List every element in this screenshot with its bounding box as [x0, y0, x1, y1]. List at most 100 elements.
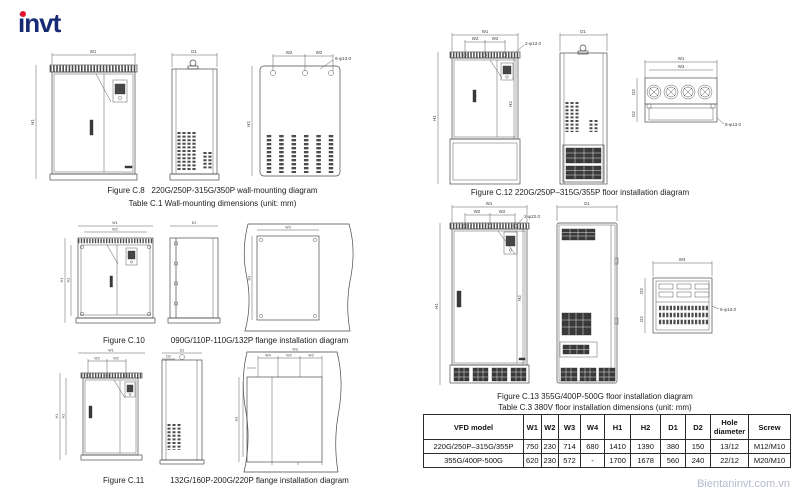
floor-installation-dimensions-table: VFD model W1 W2 W3 W4 H1 H2 D1 D2 Hole d…: [423, 414, 792, 468]
c8-dim-w2a: W2: [286, 50, 293, 55]
c13-dim-d1: D1: [584, 201, 590, 206]
c11-dim-d2: D2: [166, 355, 171, 359]
table-header-cell: D2: [685, 414, 712, 440]
c13-detail-dim-d2b: D2: [639, 316, 644, 322]
c12-dim-w1: W1: [482, 29, 489, 34]
table-header-cell: D1: [660, 414, 687, 440]
table-cell: 22/12: [710, 453, 750, 468]
c12-fan-dim-w3: W3: [678, 64, 685, 69]
c12-fan-unit-top-view: [644, 77, 718, 123]
c11-dim-h3: H3: [235, 417, 239, 422]
c8-dim-d1: D1: [191, 49, 197, 54]
c12-fan-dim-w1: W1: [678, 56, 685, 61]
figure-c10-title: 090G/110P-110G/132P flange installation …: [170, 336, 349, 345]
c8-lifting-ring: [189, 59, 197, 67]
table-header-cell: Hole diameter: [710, 414, 750, 440]
c10-dim-h3: H3: [248, 276, 252, 281]
c11-dim-w2c: W2: [286, 354, 291, 358]
c12-dim-w2b: W2: [492, 36, 499, 41]
c12-fan-dim-d2a: D2: [631, 89, 636, 95]
table-c1-caption: Table C.1 Wall-mounting dimensions (unit…: [128, 199, 297, 208]
c13-back-grille-blocks: [560, 367, 616, 382]
c11-keypad-screen: [126, 384, 134, 393]
c10-wall-cutout: [243, 223, 354, 332]
c10-dim-w3: W3: [285, 226, 290, 230]
c10-dim-d1: D1: [192, 221, 197, 225]
figure-c8-wall-mounting-diagram: W1 H1 D1 W2 W2 6-φ13.0 H2: [30, 49, 351, 181]
table-cell: 680: [580, 439, 606, 454]
table-cell: 620: [523, 453, 542, 468]
c10-dim-w2: W2: [112, 228, 117, 232]
figure-c11-title: 132G/160P-200G/220P flange installation …: [170, 476, 349, 485]
c8-hole-callout: 6-φ13.0: [335, 56, 351, 61]
c8-dim-h1: H1: [30, 119, 35, 125]
c12-fan-hole-callout: 6-φ13.0: [725, 122, 741, 127]
table-cell: 230: [540, 439, 560, 454]
table-cell: 150: [685, 439, 712, 454]
table-cell: 13/12: [710, 439, 750, 454]
c11-wall-cutout: [242, 351, 342, 473]
c13-dim-w2a: W2: [474, 209, 481, 214]
c13-dim-h1: H1: [434, 303, 439, 309]
table-header-cell: Screw: [748, 414, 792, 440]
table-header-row: VFD model W1 W2 W3 W4 H1 H2 D1 D2 Hole d…: [423, 414, 792, 440]
invt-logo: invt: [18, 10, 61, 36]
c13-detail-dim-w3: W3: [679, 257, 686, 262]
c13-hole-callout: 2-φ22.0: [524, 214, 540, 219]
c11-dim-w2a: W2: [94, 357, 99, 361]
table-cell: 220G/250P–315G/355P: [423, 439, 524, 454]
figure-c10-flange-installation-diagram: W1 W2 H1 H2 D1 W3 H3: [60, 221, 354, 332]
table-cell: 1678: [630, 453, 662, 468]
c12-hole-callout: 2-φ13.0: [525, 41, 541, 46]
c13-front-grille-band: [449, 364, 530, 384]
c11-dim-w2d: W2: [308, 354, 313, 358]
table-cell: 1700: [604, 453, 632, 468]
c11-dim-w1: W1: [108, 349, 113, 353]
c13-dim-w2b: W2: [499, 209, 506, 214]
c11-dim-d1: D1: [180, 349, 185, 353]
c11-dim-w2b: W2: [113, 357, 118, 361]
watermark-text: Bientaninvt.com.vn: [697, 478, 790, 490]
c13-terminal-slots: [658, 283, 710, 298]
c12-keypad-screen: [502, 65, 512, 75]
table-c3-caption: Table C.3 380V floor installation dimens…: [498, 403, 692, 412]
c12-lifting-ring: [579, 44, 587, 52]
invt-logo-dot: [19, 11, 26, 17]
table-header-cell: W3: [558, 414, 582, 440]
figure-c10-caption: Figure C.10 090G/110P-110G/132P flange i…: [103, 336, 348, 345]
table-header-cell: VFD model: [423, 414, 524, 440]
c12-dim-d1: D1: [580, 29, 586, 34]
table-cell: 750: [523, 439, 542, 454]
c12-door-handle: [472, 89, 477, 103]
table-cell: M12/M10: [748, 439, 792, 454]
table-header-cell: H1: [604, 414, 632, 440]
c13-terminal-detail-view: [652, 277, 713, 334]
c8-dim-w1: W1: [90, 49, 97, 54]
table-cell: 380: [660, 439, 687, 454]
figure-c12-caption: Figure C.12 220G/250P–315G/355P floor in…: [470, 188, 690, 197]
c12-dim-w2a: W2: [472, 36, 479, 41]
c13-detail-hole-callout: 6-φ13.0: [720, 307, 736, 312]
table-row: 355G/400P-500G 620 230 572 - 1700 1678 5…: [423, 453, 792, 468]
figure-c11-flange-installation-diagram: W1 W2 W2 H1 H2 D1 D2 W3 W4 W2 W2 H3: [55, 348, 342, 473]
c12-fan-circles: [646, 84, 713, 100]
table-cell: 1390: [630, 439, 662, 454]
figure-c11-label: Figure C.11: [103, 476, 145, 485]
table-cell: 572: [558, 453, 582, 468]
c10-door-handle: [109, 275, 113, 288]
c12-dim-h1: H1: [432, 115, 437, 121]
table-row: 220G/250P–315G/355P 750 230 714 680 1410…: [423, 439, 792, 454]
c13-top-vent: [561, 228, 596, 241]
c8-dim-h2: H2: [246, 121, 251, 127]
c13-door-handle: [456, 290, 462, 308]
c12-bottom-grille-upper: [565, 147, 602, 164]
table-cell: M20/M10: [748, 453, 792, 468]
figure-c11-caption: Figure C.11 132G/160P-200G/220P flange i…: [103, 476, 349, 485]
figure-c13-caption: Figure C.13 355G/400P-500G floor install…: [497, 392, 693, 401]
c8-dim-w2b: W2: [316, 50, 323, 55]
c11-dim-h1: H1: [55, 414, 59, 419]
figure-c13-floor-installation-diagram: W1 W2 W2 2-φ22.0 H1 H2 D1: [434, 201, 736, 385]
table-cell: 1410: [604, 439, 632, 454]
c13-detail-dim-d2a: D2: [639, 288, 644, 294]
figure-c12-floor-installation-diagram: W1 W2 W2 2-φ13.0 H1 H2 D1 W: [432, 29, 741, 185]
